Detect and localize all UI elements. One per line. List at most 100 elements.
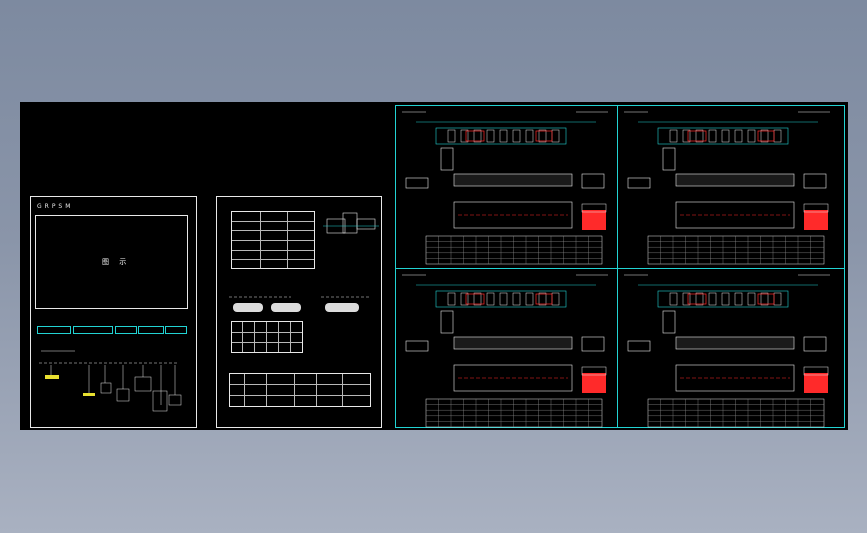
spec-table-middle (231, 321, 303, 353)
screw-thread-1-6 (525, 129, 534, 143)
nut-marker-a-4 (687, 293, 707, 305)
screw-thread-4-1 (682, 292, 691, 306)
screw-thread-4-5 (734, 292, 743, 306)
flange-outline-3 (581, 366, 607, 376)
screw-thread-1-4 (499, 129, 508, 143)
screw-thread-1-3 (486, 129, 495, 143)
screw-thread-2-8 (773, 129, 782, 143)
spec-table-top (231, 211, 315, 269)
actuator-body-4 (675, 336, 795, 350)
end-block-1 (440, 147, 454, 171)
spec-chip-5 (165, 326, 187, 334)
screw-thread-4-4 (721, 292, 730, 306)
cad-drawing-canvas[interactable]: GRPSM 图 示 (20, 102, 848, 430)
motor-end-4 (627, 340, 651, 352)
section-view-1 (453, 201, 573, 229)
section-view-2 (675, 201, 795, 229)
spec-chip-1 (37, 326, 71, 334)
section-view-3 (453, 364, 573, 392)
screw-thread-3-8 (551, 292, 560, 306)
screw-thread-4-2 (695, 292, 704, 306)
flange-highlight-3 (582, 373, 606, 393)
screw-thread-3-0 (447, 292, 456, 306)
screw-thread-2-2 (695, 129, 704, 143)
screw-shaft-outline-4 (657, 290, 789, 308)
spec-sheet (216, 196, 382, 428)
flange-highlight-1 (582, 210, 606, 230)
screw-shaft-outline-2 (657, 127, 789, 145)
model-code-diagram (39, 350, 182, 412)
screw-thread-2-3 (708, 129, 717, 143)
drawing-divider-vertical (617, 106, 618, 427)
nut-marker-a-3 (465, 293, 485, 305)
screw-thread-3-4 (499, 292, 508, 306)
screw-thread-1-2 (473, 129, 482, 143)
spec-table-bottom (229, 373, 371, 407)
section-view-4 (675, 364, 795, 392)
screw-thread-2-5 (734, 129, 743, 143)
cover-sheet: GRPSM 图 示 (30, 196, 197, 428)
spec-chip-3 (115, 326, 137, 334)
spec-chip-4 (138, 326, 164, 334)
screw-thread-3-6 (525, 292, 534, 306)
motor-cover-4 (803, 336, 827, 352)
screw-thread-1-1 (460, 129, 469, 143)
nut-marker-a-1 (465, 130, 485, 142)
drawing-panels (402, 111, 830, 428)
screw-thread-4-3 (708, 292, 717, 306)
param-table-2 (647, 235, 825, 265)
spec-chip-2 (73, 326, 113, 334)
flange-highlight-2 (804, 210, 828, 230)
nut-marker-b-4 (757, 293, 775, 305)
cover-title: GRPSM (37, 203, 74, 210)
screw-thread-4-6 (747, 292, 756, 306)
screw-thread-2-1 (682, 129, 691, 143)
ballscrew-renderings (229, 296, 371, 312)
motor-end-1 (405, 177, 429, 189)
screw-thread-2-4 (721, 129, 730, 143)
flange-outline-4 (803, 366, 829, 376)
screw-thread-3-2 (473, 292, 482, 306)
screw-shaft-outline-1 (435, 127, 567, 145)
flange-highlight-4 (804, 373, 828, 393)
screw-thread-1-5 (512, 129, 521, 143)
screw-thread-4-0 (669, 292, 678, 306)
flange-outline-1 (581, 203, 607, 213)
screw-thread-3-7 (538, 292, 547, 306)
screw-thread-4-7 (760, 292, 769, 306)
actuator-body-1 (453, 173, 573, 187)
actuator-body-3 (453, 336, 573, 350)
preview-label: 图 示 (102, 258, 131, 266)
motor-cover-2 (803, 173, 827, 189)
screw-thread-3-1 (460, 292, 469, 306)
screw-thread-2-7 (760, 129, 769, 143)
motor-cover-3 (581, 336, 605, 352)
screw-thread-4-8 (773, 292, 782, 306)
nut-marker-b-1 (535, 130, 553, 142)
nut-marker-a-2 (687, 130, 707, 142)
screw-thread-2-6 (747, 129, 756, 143)
flange-outline-2 (803, 203, 829, 213)
drawing-sheet (395, 105, 845, 428)
nut-marker-b-3 (535, 293, 553, 305)
motor-end-2 (627, 177, 651, 189)
actuator-body-2 (675, 173, 795, 187)
param-table-4 (647, 398, 825, 428)
screw-thread-1-7 (538, 129, 547, 143)
param-table-1 (425, 235, 603, 265)
screw-thread-2-0 (669, 129, 678, 143)
nut-marker-b-2 (757, 130, 775, 142)
assembly-sketch (323, 212, 379, 234)
motor-end-3 (405, 340, 429, 352)
screw-thread-1-0 (447, 129, 456, 143)
param-table-3 (425, 398, 603, 428)
screw-shaft-outline-3 (435, 290, 567, 308)
screw-thread-3-3 (486, 292, 495, 306)
screw-thread-1-8 (551, 129, 560, 143)
preview-frame: 图 示 (35, 215, 188, 309)
motor-cover-1 (581, 173, 605, 189)
end-block-4 (662, 310, 676, 334)
end-block-3 (440, 310, 454, 334)
screw-thread-3-5 (512, 292, 521, 306)
drawing-divider-horizontal (396, 268, 844, 269)
